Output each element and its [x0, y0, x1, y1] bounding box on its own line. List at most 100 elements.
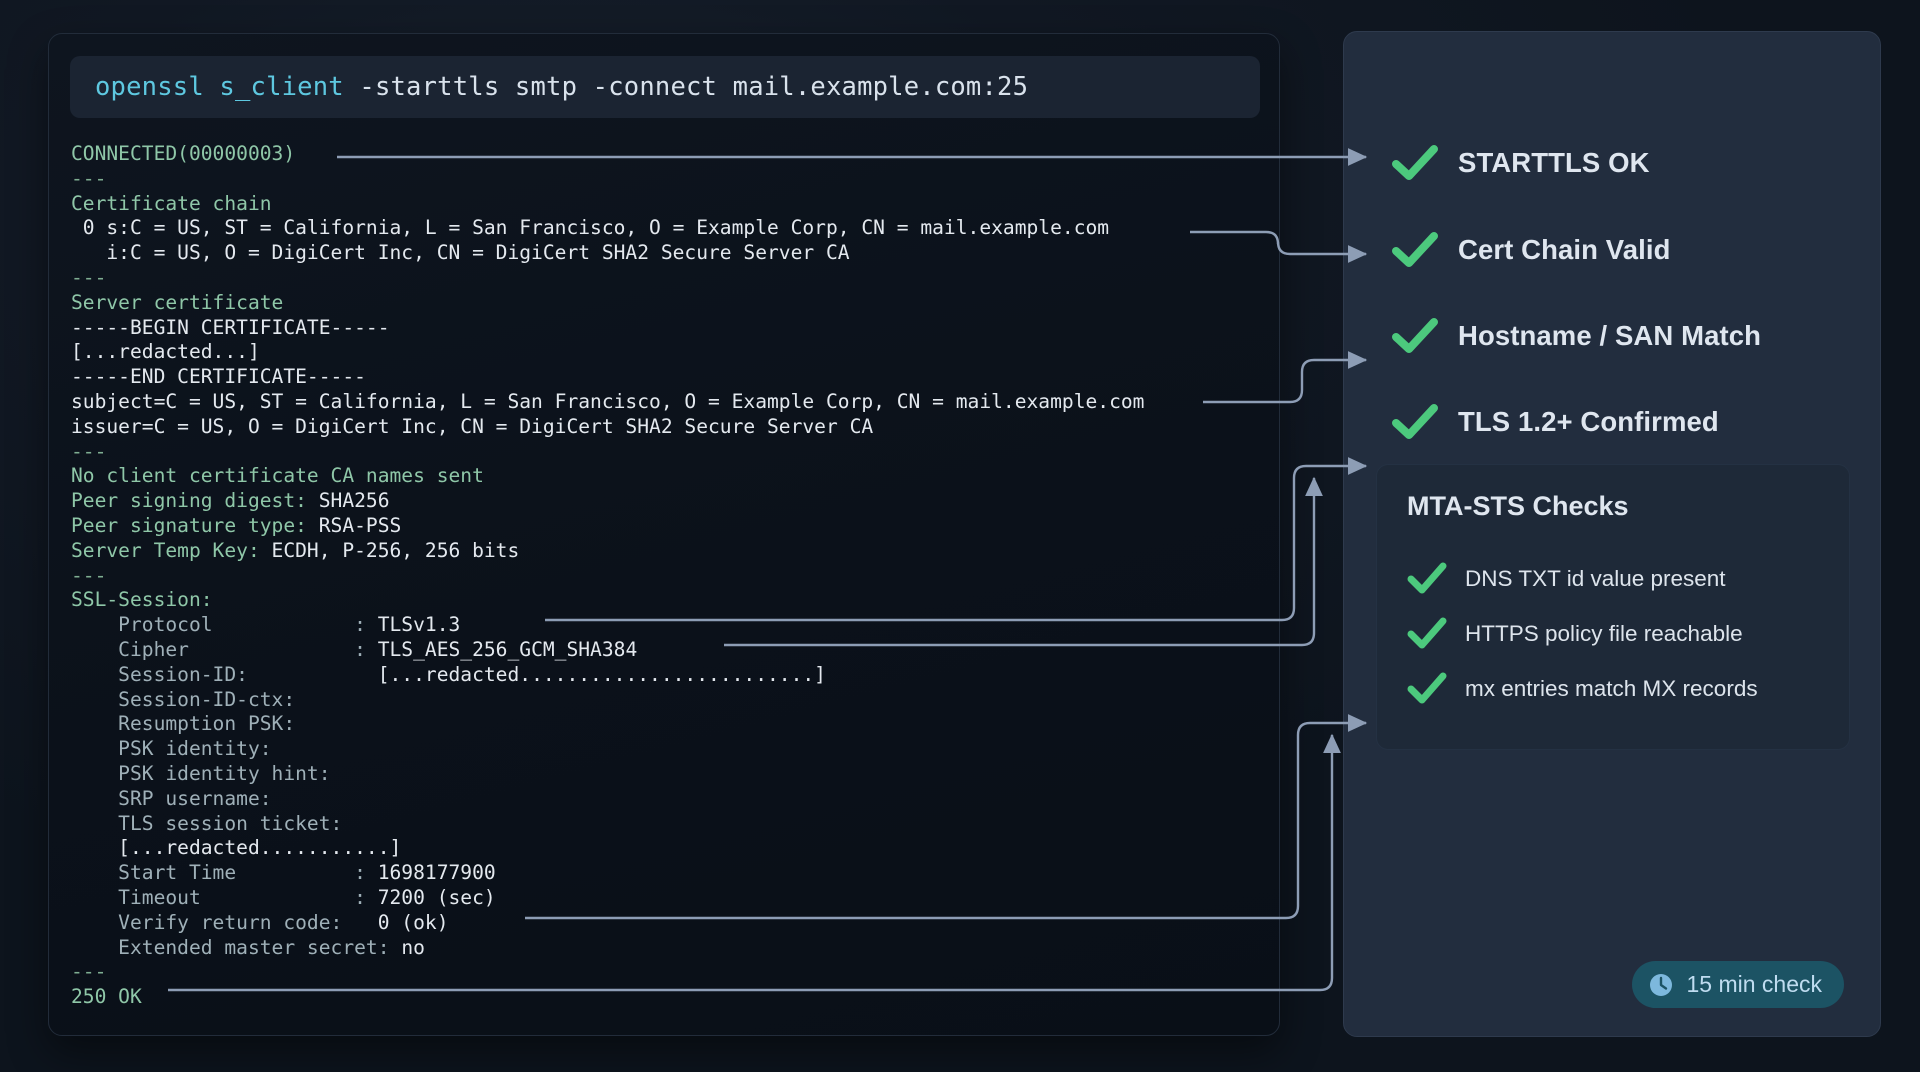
terminal-line: Cipher : TLS_AES_256_GCM_SHA384 — [71, 638, 1269, 663]
terminal-line: Resumption PSK: — [71, 712, 1269, 737]
terminal-line: --- — [71, 167, 1269, 192]
terminal-line: SSL-Session: — [71, 588, 1269, 613]
terminal-line: Extended master secret: no — [71, 936, 1269, 961]
terminal-line-text: --- — [71, 960, 107, 984]
terminal-line-text: 250 OK — [71, 985, 142, 1009]
terminal-line: PSK identity hint: — [71, 762, 1269, 787]
terminal-line-text: Verify return code: — [71, 910, 378, 934]
results-panel: STARTTLS OK Cert Chain Valid Hostname / … — [1343, 31, 1881, 1037]
terminal-line-text: Resumption PSK: — [71, 712, 296, 736]
check-icon — [1392, 145, 1438, 180]
command-program: openssl s_client — [95, 72, 344, 102]
check-icon — [1407, 672, 1447, 704]
check-icon — [1392, 318, 1438, 353]
check-row-starttls[interactable]: STARTTLS OK — [1392, 144, 1650, 182]
terminal-line: Server Temp Key: ECDH, P-256, 256 bits — [71, 539, 1269, 564]
terminal-line: [...redacted...........] — [71, 836, 1269, 861]
terminal-line: 250 OK — [71, 985, 1269, 1010]
terminal-line: Certificate chain — [71, 192, 1269, 217]
terminal-line: Timeout : 7200 (sec) — [71, 886, 1269, 911]
terminal-line-text: subject=C = US, ST = California, L = San… — [71, 389, 1145, 413]
terminal-line-text: issuer=C = US, O = DigiCert Inc, CN = Di… — [71, 414, 874, 438]
check-icon — [1392, 232, 1438, 267]
terminal-line-value: 1698177900 — [377, 861, 496, 885]
mta-row-mx-entries[interactable]: mx entries match MX records — [1407, 672, 1758, 705]
terminal-line: Peer signature type: RSA-PSS — [71, 514, 1269, 539]
check-label: Cert Chain Valid — [1458, 234, 1671, 265]
terminal-line: Verify return code: 0 (ok) — [71, 911, 1269, 936]
terminal-line: --- — [71, 266, 1269, 291]
check-label: STARTTLS OK — [1458, 147, 1650, 178]
command-bar[interactable]: openssl s_client -starttls smtp -connect… — [70, 56, 1260, 118]
terminal-line: Start Time : 1698177900 — [71, 861, 1269, 886]
terminal-line-text: Session-ID: — [71, 662, 378, 686]
terminal-line-text: --- — [71, 563, 107, 587]
terminal-line: Session-ID: [...redacted................… — [71, 663, 1269, 688]
terminal-line-value: TLSv1.3 — [377, 613, 461, 637]
terminal-line: CONNECTED(00000003) — [71, 142, 1269, 167]
terminal-line: [...redacted...] — [71, 340, 1269, 365]
terminal-line-text: -----BEGIN CERTIFICATE----- — [71, 315, 390, 339]
terminal-line: issuer=C = US, O = DigiCert Inc, CN = Di… — [71, 415, 1269, 440]
interval-badge-label: 15 min check — [1686, 971, 1822, 997]
terminal-line: subject=C = US, ST = California, L = San… — [71, 390, 1269, 415]
terminal-line-text: Protocol : — [71, 613, 378, 637]
mta-item-label: HTTPS policy file reachable — [1465, 620, 1743, 646]
terminal-line-text: Extended master secret: — [71, 935, 402, 959]
terminal-line-value: no — [401, 935, 425, 959]
mta-row-dns-txt[interactable]: DNS TXT id value present — [1407, 562, 1726, 595]
terminal-line: Peer signing digest: SHA256 — [71, 489, 1269, 514]
terminal-line: SRP username: — [71, 787, 1269, 812]
check-row-hostname-san[interactable]: Hostname / SAN Match — [1392, 317, 1761, 355]
terminal-line-text: SSL-Session: — [71, 588, 213, 612]
terminal-line-value: TLS_AES_256_GCM_SHA384 — [377, 637, 638, 661]
terminal-line-text: Peer signing digest: — [71, 489, 319, 513]
mta-item-label: DNS TXT id value present — [1465, 565, 1726, 591]
terminal-line-text: Server certificate — [71, 290, 284, 314]
terminal-line-text: -----END CERTIFICATE----- — [71, 365, 366, 389]
check-row-tls-version[interactable]: TLS 1.2+ Confirmed — [1392, 403, 1719, 441]
clock-icon — [1650, 973, 1673, 996]
terminal-line-text: Cipher : — [71, 637, 378, 661]
check-icon — [1407, 617, 1447, 649]
terminal-line-text: PSK identity: — [71, 737, 272, 761]
terminal-line-text: --- — [71, 265, 107, 289]
terminal-panel: openssl s_client -starttls smtp -connect… — [48, 33, 1280, 1036]
terminal-line-text: [...redacted...] — [71, 340, 260, 364]
mta-row-https-policy[interactable]: HTTPS policy file reachable — [1407, 617, 1743, 650]
terminal-line-text: Session-ID-ctx: — [71, 687, 296, 711]
terminal-line-text: i:C = US, O = DigiCert Inc, CN = DigiCer… — [71, 241, 850, 265]
check-label: TLS 1.2+ Confirmed — [1458, 406, 1719, 437]
terminal-line-text: Server Temp Key: — [71, 538, 272, 562]
terminal-line-text: Certificate chain — [71, 191, 272, 215]
terminal-line-text: TLS session ticket: — [71, 811, 343, 835]
check-row-cert-chain[interactable]: Cert Chain Valid — [1392, 231, 1670, 269]
terminal-output: CONNECTED(00000003)---Certificate chain … — [71, 142, 1269, 1027]
interval-badge[interactable]: 15 min check — [1632, 961, 1844, 1008]
terminal-line-text: --- — [71, 166, 107, 190]
terminal-line-text: [...redacted...........] — [71, 836, 402, 860]
terminal-line-value: ECDH, P-256, 256 bits — [271, 538, 520, 562]
mta-sts-card: MTA-STS Checks DNS TXT id value present … — [1376, 464, 1850, 750]
mta-item-label: mx entries match MX records — [1465, 675, 1758, 701]
terminal-line-value: 0 (ok) — [377, 910, 449, 934]
terminal-line-text: No client certificate CA names sent — [71, 464, 484, 488]
terminal-line-text: Start Time : — [71, 861, 378, 885]
command-arguments: -starttls smtp -connect mail.example.com… — [343, 72, 1029, 102]
terminal-line: --- — [71, 564, 1269, 589]
terminal-line-value: RSA-PSS — [318, 513, 402, 537]
terminal-line: -----BEGIN CERTIFICATE----- — [71, 316, 1269, 341]
terminal-line-text: CONNECTED(00000003) — [71, 142, 296, 165]
check-icon — [1407, 562, 1447, 594]
terminal-line: Session-ID-ctx: — [71, 688, 1269, 713]
terminal-line: --- — [71, 440, 1269, 465]
terminal-line: i:C = US, O = DigiCert Inc, CN = DigiCer… — [71, 241, 1269, 266]
terminal-line-text: Timeout : — [71, 885, 378, 909]
terminal-line-text: --- — [71, 439, 107, 463]
terminal-line: 0 s:C = US, ST = California, L = San Fra… — [71, 216, 1269, 241]
check-icon — [1392, 404, 1438, 439]
terminal-line: -----END CERTIFICATE----- — [71, 365, 1269, 390]
terminal-line-text: Peer signature type: — [71, 513, 319, 537]
terminal-line: Server certificate — [71, 291, 1269, 316]
terminal-line-value: 7200 (sec) — [377, 885, 496, 909]
